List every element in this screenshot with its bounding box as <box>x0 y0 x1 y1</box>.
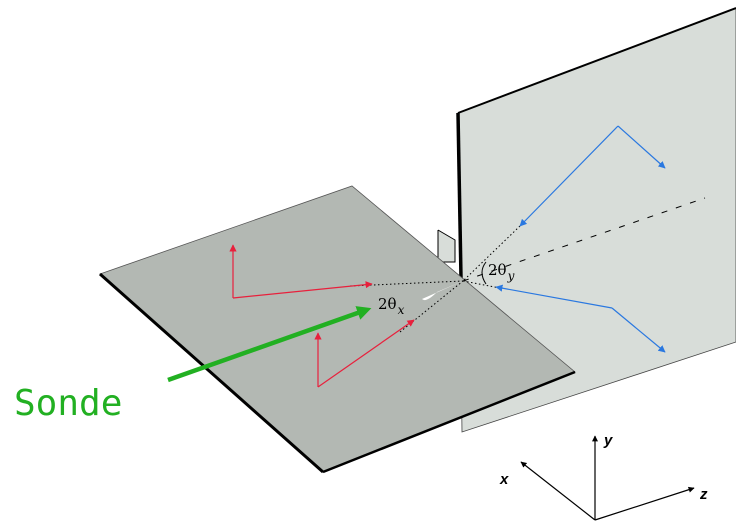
axis-z-label: z <box>699 486 708 503</box>
dotted-line-3 <box>462 225 521 282</box>
blue-arrow-upper-left <box>519 125 619 227</box>
angle-x-wedge <box>422 281 463 301</box>
red-arrow-diagonal-lower <box>317 319 415 388</box>
probe-arrow <box>167 306 372 383</box>
axis-x-label: x <box>499 471 509 488</box>
angle-y-arc <box>481 261 487 285</box>
blue-arrow-upper-right <box>617 125 666 169</box>
dotted-line-1 <box>349 280 464 287</box>
angle-x-label: 2θx <box>378 295 405 317</box>
angle-y-label: 2θy <box>488 261 515 283</box>
mirror-tab <box>437 229 456 263</box>
horizontal-mirror-front-edge <box>322 370 576 474</box>
blue-ray-group <box>495 125 666 353</box>
vertical-mirror-edge <box>456 112 463 279</box>
dashed-axis-line <box>462 197 706 282</box>
blue-arrow-lower-right <box>611 307 666 353</box>
angle-construction <box>349 197 706 333</box>
vertical-mirror-top-edge <box>457 7 736 114</box>
axis-z-line <box>594 486 695 521</box>
dotted-line-2 <box>399 280 464 333</box>
axis-y-label: y <box>603 432 613 449</box>
axis-x-line <box>520 461 596 521</box>
red-ray-group <box>229 244 415 388</box>
coordinate-axes: y x z <box>499 432 708 521</box>
blue-arrow-lower-left <box>495 284 613 309</box>
probe-label: Sonde <box>14 383 122 424</box>
red-arrow-horizontal-upper <box>232 281 373 299</box>
horizontal-mirror <box>99 185 576 474</box>
horizontal-mirror-left-edge <box>99 272 324 474</box>
